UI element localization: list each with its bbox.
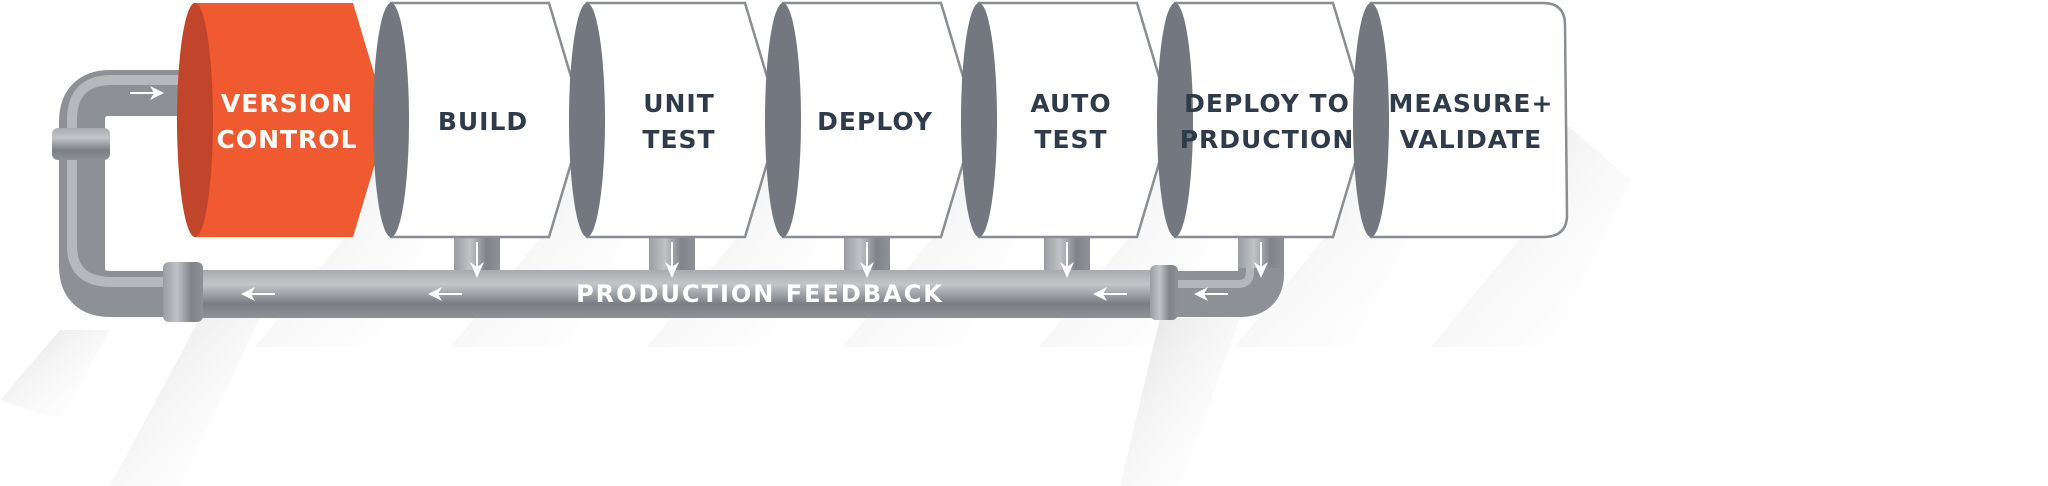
stage-body — [1369, 1, 1569, 239]
arrow-down-icon — [665, 242, 679, 278]
pipe-highlight — [1170, 268, 1254, 288]
stage-auto-test: AUTO TEST — [961, 1, 1174, 239]
stage-build: BUILD — [373, 1, 586, 239]
pipe-shadow — [1120, 318, 1240, 486]
stage-body — [1173, 1, 1370, 239]
arrow-left-icon — [241, 287, 275, 301]
pipe-coupling — [163, 262, 203, 322]
arrow-left-icon — [1093, 287, 1127, 301]
arrow-left-icon — [1194, 287, 1228, 301]
stage-cap — [961, 3, 997, 237]
stage-label-line: TEST — [642, 125, 715, 154]
stage-deploy: DEPLOY — [765, 1, 978, 239]
stage-cap — [765, 3, 801, 237]
stage-deploy-to-prduction: DEPLOY TO PRDUCTION — [1157, 1, 1370, 239]
stage-label-line: BUILD — [438, 107, 528, 136]
feedback-pipes — [52, 70, 1284, 322]
arrow-down-icon — [860, 242, 874, 278]
stage-cap — [1353, 3, 1389, 237]
flow-arrows — [130, 86, 1268, 301]
stage-label-line: UNIT — [643, 89, 715, 118]
stage-label-line: MEASURE+ — [1389, 89, 1554, 118]
stage-cap — [569, 3, 605, 237]
stage-label-line: AUTO — [1030, 89, 1111, 118]
pipe-coupling — [1150, 265, 1178, 320]
arrow-down-icon — [1254, 242, 1268, 278]
stage-cap — [177, 3, 213, 237]
pipe-highlight — [67, 75, 185, 287]
pipe-coupling — [52, 128, 110, 160]
stage-cap — [373, 3, 409, 237]
stage-label-line: TEST — [1034, 125, 1107, 154]
production-feedback-label: PRODUCTION FEEDBACK — [576, 280, 944, 308]
left-loop-pipe — [59, 70, 185, 317]
stage-measure-validate: MEASURE+ VALIDATE — [1353, 1, 1569, 239]
pipe-shadow — [0, 330, 110, 420]
stage-label-line: DEPLOY — [817, 107, 933, 136]
pipe-shadow — [110, 318, 260, 486]
stage-body — [977, 1, 1174, 239]
arrow-left-icon — [428, 287, 462, 301]
stage-body — [195, 3, 388, 237]
arrow-down-icon — [470, 242, 484, 278]
pipeline-stages: VERSION CONTROL BUILD UNIT TEST DEPLOY AUTO TES… — [177, 1, 1569, 239]
stage-label-line: VERSION — [221, 89, 353, 118]
stage-unit-test: UNIT TEST — [569, 1, 782, 239]
stage-label-line: CONTROL — [216, 125, 357, 154]
stage-cap — [1157, 3, 1193, 237]
stage-body — [585, 1, 782, 239]
arrow-right-icon — [130, 86, 164, 100]
arrow-down-icon — [1060, 242, 1074, 278]
stage-label-line: DEPLOY TO — [1184, 89, 1350, 118]
stage-label-line: VALIDATE — [1400, 125, 1543, 154]
main-feedback-pipe — [165, 270, 1175, 318]
stage-label-line: PRDUCTION — [1180, 125, 1355, 154]
stage-version-control: VERSION CONTROL — [177, 3, 388, 237]
